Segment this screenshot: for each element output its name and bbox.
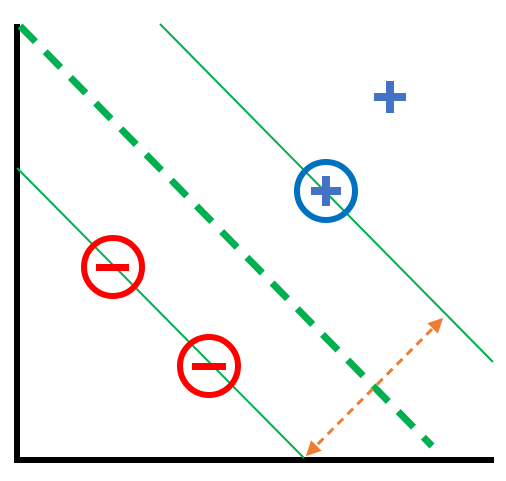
negative-margin-line (16, 167, 305, 459)
positive-support-vector (294, 159, 358, 223)
negative-support-vector (177, 334, 241, 398)
negative-support-vector (81, 235, 145, 299)
decision-boundary-line (17, 23, 435, 449)
positive-point (374, 81, 406, 113)
margin-width-arrow (305, 317, 444, 457)
